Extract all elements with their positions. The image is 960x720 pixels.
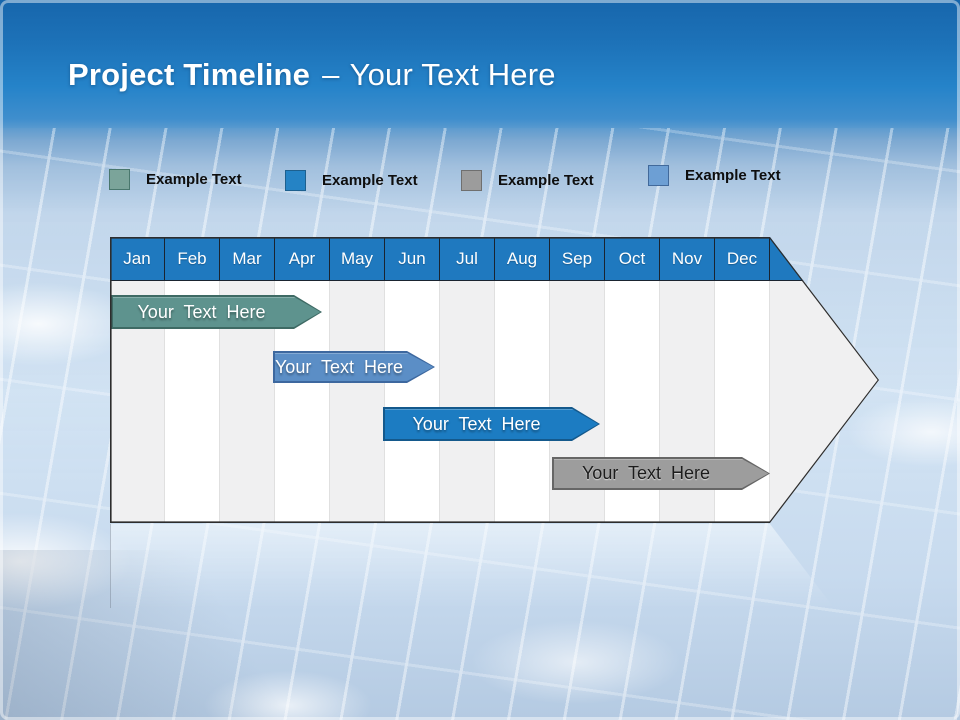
month-column — [330, 281, 385, 523]
gantt-bar-label: Your Text Here — [385, 409, 599, 440]
gantt-bar-label: Your Text Here — [275, 353, 434, 382]
month-cell: Jan — [110, 237, 165, 280]
month-cell: Apr — [275, 237, 330, 280]
month-cell: Oct — [605, 237, 660, 280]
title-main: Project Timeline — [68, 57, 311, 92]
month-column — [385, 281, 440, 523]
title-separator: – — [322, 57, 340, 92]
month-column — [495, 281, 550, 523]
month-cell: Dec — [715, 237, 770, 280]
month-column — [440, 281, 495, 523]
gantt-bar-label: Your Text Here — [113, 297, 321, 328]
slide-title: Project Timeline–Your Text Here — [68, 57, 556, 93]
month-cell: Jul — [440, 237, 495, 280]
month-cell: May — [330, 237, 385, 280]
month-cell: Mar — [220, 237, 275, 280]
month-cell: Nov — [660, 237, 715, 280]
month-cell: Aug — [495, 237, 550, 280]
gantt-bar: Your Text Here — [273, 351, 435, 383]
gantt-bar-label: Your Text Here — [554, 459, 769, 489]
title-placeholder: Your Text Here — [349, 57, 556, 92]
month-cell: Feb — [165, 237, 220, 280]
month-cell: Sep — [550, 237, 605, 280]
gantt-bar: Your Text Here — [552, 457, 770, 490]
month-cell: Jun — [385, 237, 440, 280]
table-reflection — [110, 524, 834, 608]
gantt-bar: Your Text Here — [111, 295, 322, 329]
gantt-bar: Your Text Here — [383, 407, 600, 441]
